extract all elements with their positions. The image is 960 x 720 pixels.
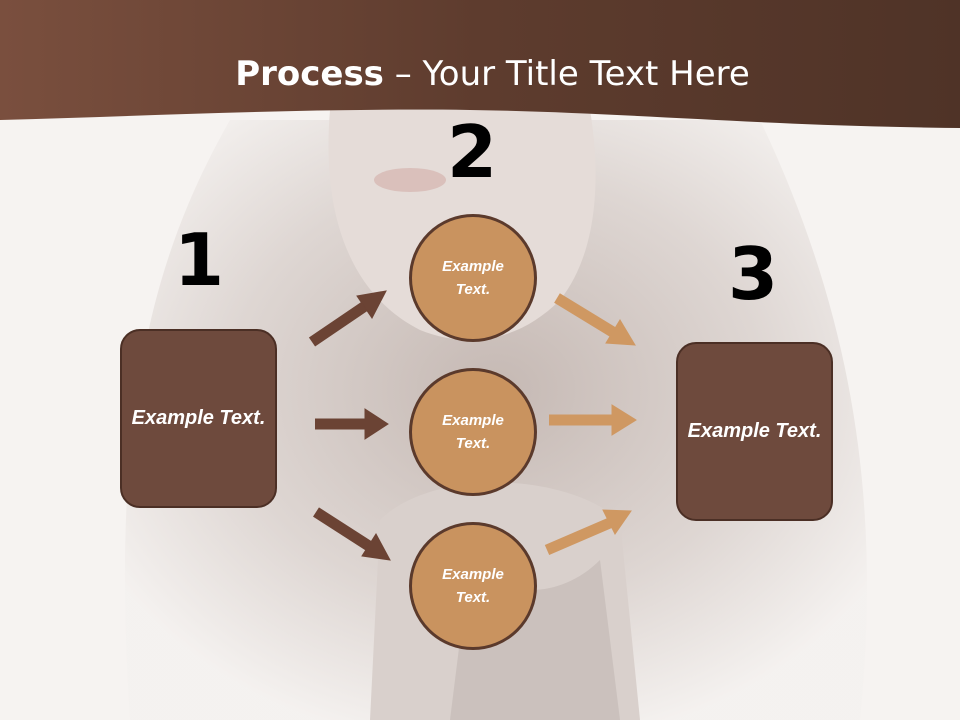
- step-2-circle-middle-text: Example Text.: [442, 412, 504, 452]
- arrow-1-to-top: [308, 290, 387, 347]
- step-2-circle-bottom: Example Text.: [409, 522, 537, 650]
- arrow-top-to-3: [554, 293, 636, 346]
- step-2-circle-bottom-text: Example Text.: [442, 566, 504, 606]
- arrow-1-to-bottom: [313, 507, 391, 561]
- title-rest: – Your Title Text Here: [383, 54, 750, 94]
- step-1-box: Example Text.: [120, 329, 277, 508]
- step-2-circle-top-text: Example Text.: [442, 258, 504, 298]
- slide-title: Process – Your Title Text Here: [0, 52, 960, 96]
- arrow-bottom-to-3: [544, 509, 632, 556]
- title-banner: [0, 0, 960, 128]
- title-bold: Process: [235, 54, 384, 94]
- step-3-box: Example Text.: [676, 342, 833, 521]
- step-number-1: 1: [173, 218, 225, 302]
- step-number-2: 2: [446, 110, 498, 194]
- arrow-1-to-middle: [315, 408, 389, 440]
- step-number-3: 3: [727, 232, 779, 316]
- step-1-text: Example Text.: [131, 407, 266, 429]
- step-2-circle-top: Example Text.: [409, 214, 537, 342]
- arrow-middle-to-3: [549, 404, 637, 436]
- step-2-circle-middle: Example Text.: [409, 368, 537, 496]
- step-3-text: Example Text.: [687, 420, 822, 442]
